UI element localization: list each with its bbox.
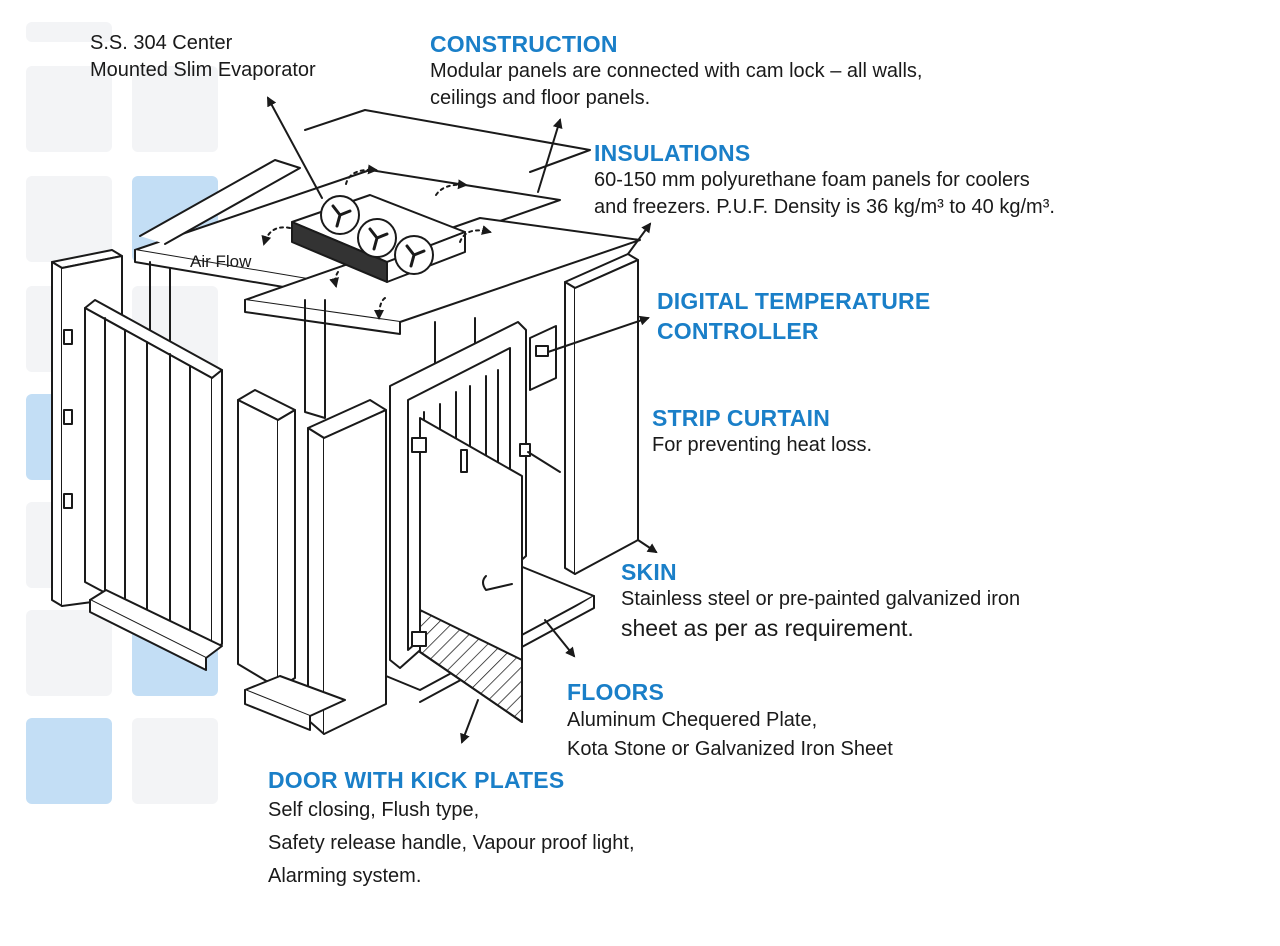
arrow-insulations — [627, 222, 652, 255]
door-line-3: Alarming system. — [268, 865, 422, 887]
evaporator-unit — [291, 194, 466, 283]
insulations-line-1: 60-150 mm polyurethane foam panels for c… — [594, 169, 1030, 191]
background-tile — [26, 176, 112, 262]
arrow-temperature-controller — [547, 315, 650, 353]
arrow-evaporator — [267, 96, 323, 199]
strip-curtain-line-1: For preventing heat loss. — [652, 434, 873, 456]
background-tile — [132, 718, 218, 804]
background-tile — [26, 66, 112, 152]
door-line-1: Self closing, Flush type, — [268, 799, 480, 821]
background-tile-blue — [26, 718, 112, 804]
door-callout: DOOR WITH KICK PLATES Self closing, Flus… — [268, 766, 635, 893]
door-switch — [519, 443, 531, 457]
temperature-controller-heading-1: DIGITAL TEMPERATURE — [657, 288, 931, 314]
fan-icon — [357, 218, 397, 258]
evaporator-line-2: Mounted Slim Evaporator — [90, 59, 316, 81]
arrow-strip-curtain — [527, 451, 561, 473]
construction-heading: CONSTRUCTION — [430, 31, 618, 57]
door-handle — [482, 575, 513, 591]
callout-arrows — [267, 96, 658, 744]
arrow-floors — [544, 619, 576, 658]
fan-icon — [320, 195, 360, 235]
insulations-line-2: and freezers. P.U.F. Density is 36 kg/m³… — [594, 196, 1055, 218]
strip-curtain-heading: STRIP CURTAIN — [652, 405, 831, 431]
air-flow-arrows — [261, 164, 492, 320]
door-line-2: Safety release handle, Vapour proof ligh… — [268, 832, 635, 854]
evaporator-callout: S.S. 304 Center Mounted Slim Evaporator — [90, 30, 316, 84]
background-tile — [26, 22, 112, 42]
background-tile — [132, 66, 218, 152]
wall-panel-middle — [237, 389, 296, 689]
door-hinge — [411, 437, 427, 453]
construction-line-2: ceilings and floor panels. — [430, 87, 651, 109]
wall-panel-right — [529, 253, 639, 575]
floors-callout: FLOORS Aluminum Chequered Plate, Kota St… — [567, 678, 893, 764]
construction-line-1: Modular panels are connected with cam lo… — [430, 60, 923, 82]
temperature-controller-heading-2: CONTROLLER — [657, 318, 819, 344]
ceiling-back-rail — [304, 109, 591, 173]
air-flow-label: Air Flow — [190, 252, 252, 271]
arrow-door — [460, 699, 479, 744]
skin-line-1: Stainless steel or pre-painted galvanize… — [621, 588, 1021, 610]
floors-line-1: Aluminum Chequered Plate, — [567, 709, 818, 731]
ceiling-panel-right-edge — [244, 299, 401, 335]
temperature-controller-callout: DIGITAL TEMPERATURE CONTROLLER — [657, 286, 930, 346]
wall-panel-left — [84, 299, 223, 651]
insulations-callout: INSULATIONS 60-150 mm polyurethane foam … — [594, 139, 1055, 221]
insulations-heading: INSULATIONS — [594, 140, 751, 166]
door-assembly — [389, 321, 531, 723]
floors-heading: FLOORS — [567, 679, 665, 705]
skin-heading: SKIN — [621, 559, 677, 585]
wall-panel-center — [307, 399, 387, 735]
fan-icon — [394, 235, 434, 275]
ceiling-side-rail — [139, 159, 301, 245]
arrow-construction — [537, 118, 563, 193]
door-light — [460, 449, 468, 473]
arrow-skin — [637, 539, 658, 554]
skin-callout: SKIN Stainless steel or pre-painted galv… — [621, 558, 1020, 643]
floor-panel-left — [89, 589, 223, 671]
door-heading: DOOR WITH KICK PLATES — [268, 767, 565, 793]
floors-line-2: Kota Stone or Galvanized Iron Sheet — [567, 738, 893, 760]
temperature-controller-display — [535, 345, 549, 357]
strip-curtain-callout: STRIP CURTAIN For preventing heat loss. — [652, 404, 872, 459]
evaporator-line-1: S.S. 304 Center — [90, 32, 233, 54]
door-hinge — [411, 631, 427, 647]
skin-line-2: sheet as per as requirement. — [621, 615, 914, 641]
background-tile — [26, 610, 112, 696]
construction-callout: CONSTRUCTION Modular panels are connecte… — [430, 30, 922, 112]
